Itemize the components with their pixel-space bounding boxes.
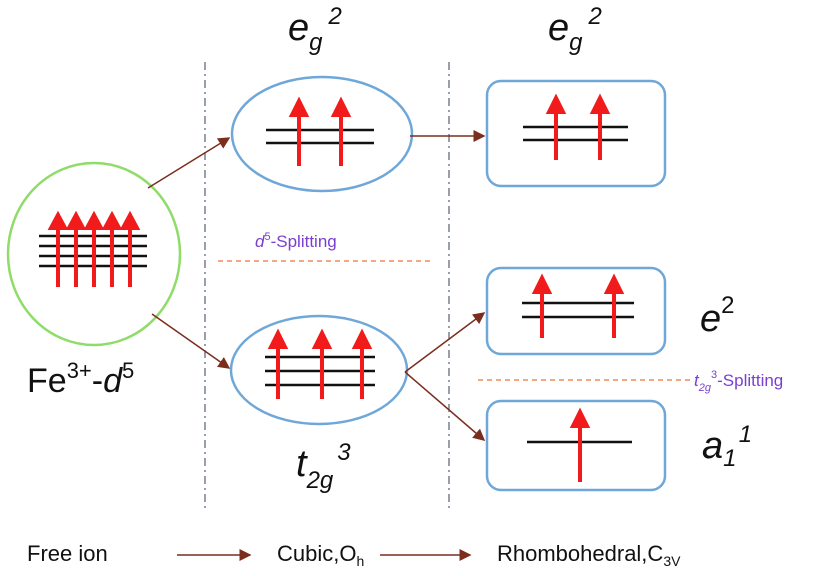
- free-ion-circle: [6, 161, 182, 347]
- t2g-label: t2g3: [296, 439, 351, 494]
- eg-rhombo-label: eg2: [548, 3, 602, 56]
- eg-rhombo-box: [485, 79, 667, 188]
- e-rhombo-box: [485, 266, 667, 356]
- eg-cubic-ellipse: [230, 75, 414, 193]
- eg-cubic-levels: [266, 128, 374, 145]
- t2g-cubic-spin-arrows: [267, 328, 373, 399]
- bottom-free-ion-label: Free ion: [27, 541, 108, 566]
- free-ion-spin-arrows: [47, 210, 141, 287]
- e-rhombo-levels: [522, 301, 634, 319]
- eg-cubic-spin-arrows: [288, 96, 352, 166]
- t2g-splitting-label: t2g3-Splitting: [694, 369, 783, 394]
- eg-rhombo-levels: [523, 125, 628, 142]
- eg-cubic-label: eg2: [288, 3, 342, 56]
- free-ion-label: Fe3+-d5: [27, 358, 134, 400]
- eg-rhombo-spin-arrows: [545, 93, 611, 160]
- a1-rhombo-spin-arrow: [569, 407, 591, 482]
- a1-rhombo-box: [485, 399, 667, 492]
- a1-level-label: a11: [702, 421, 752, 472]
- bottom-cubic-label: Cubic,Oh: [277, 541, 364, 569]
- bottom-rhombohedral-label: Rhombohedral,C3V: [497, 541, 681, 569]
- e-rhombo-spin-arrows: [531, 273, 625, 338]
- e-level-label: e2: [700, 292, 735, 340]
- connector-lines: [147, 130, 486, 441]
- d5-splitting-label: d5-Splitting: [255, 231, 337, 251]
